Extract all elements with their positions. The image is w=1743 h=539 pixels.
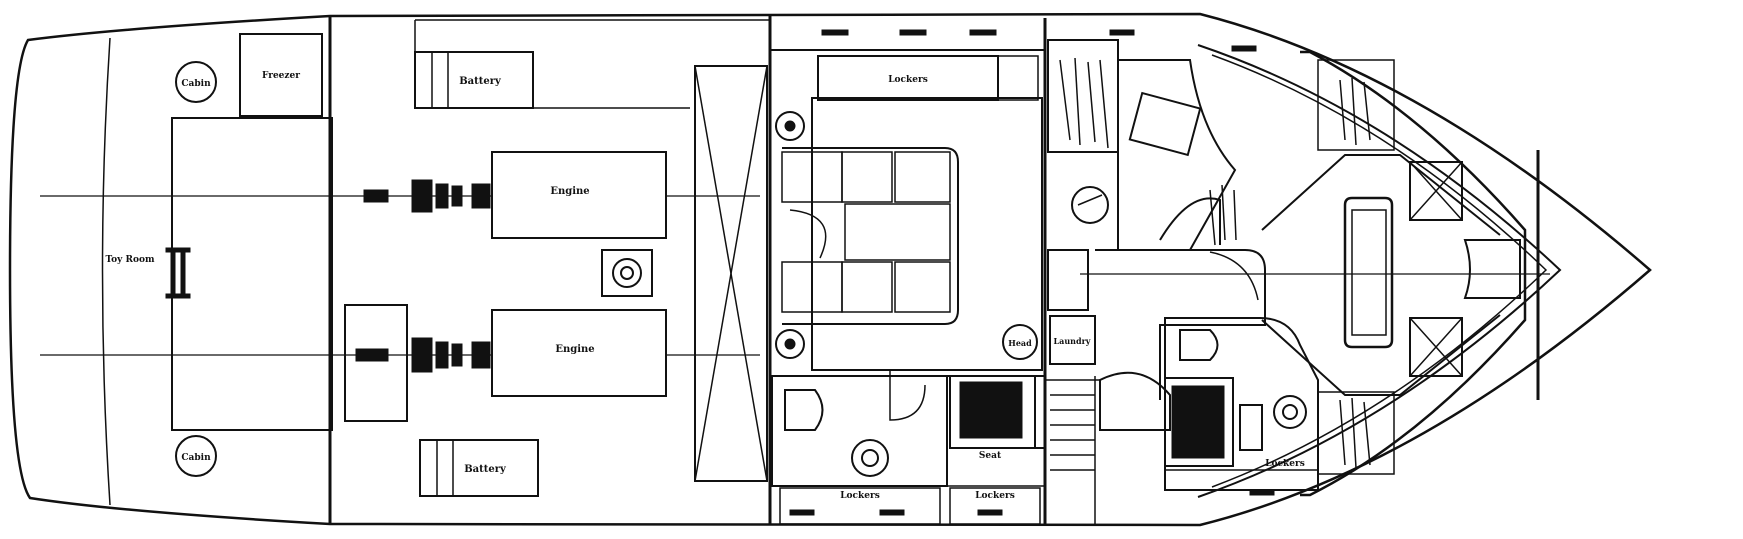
master-stateroom [770, 49, 1045, 525]
hanging-locker-2 [1409, 317, 1463, 377]
forward-stateroom [1261, 50, 1527, 497]
spiral-stair-upper [1159, 197, 1221, 245]
shaft-coupling-starboard [363, 179, 491, 213]
cabin-symbol-top [175, 61, 217, 103]
engine-label-starboard: Engine [550, 186, 589, 197]
head-symbol-master [1002, 324, 1038, 360]
seat-label: Seat [979, 451, 1002, 461]
battery-label-bottom: Battery [464, 464, 507, 475]
shaft-coupling-port [355, 337, 491, 373]
lockers-bottom-2 [949, 487, 1041, 525]
toy-room-label: Toy Room [105, 255, 155, 265]
island-berth [1343, 196, 1394, 349]
engine-label-port: Engine [555, 344, 594, 355]
drawer-pulls [789, 29, 1275, 516]
freezer-label: Freezer [262, 71, 300, 81]
engine-starboard [491, 151, 667, 239]
toilet-guest [1179, 329, 1219, 361]
battery-box-top [414, 51, 534, 109]
generator-box [344, 304, 408, 422]
freezer-box [239, 33, 323, 117]
lockers-label-bottom-1: Lockers [840, 491, 880, 501]
lockers-label-bottom-2: Lockers [975, 491, 1015, 501]
shower-box [959, 381, 1023, 439]
fuel-tank [694, 65, 768, 482]
hull-outline [8, 12, 1652, 527]
settee [782, 147, 959, 325]
ladder-icon [165, 247, 191, 299]
vanity-block [811, 97, 1043, 371]
laundry-label: Laundry [1054, 336, 1091, 346]
hanging-locker-1 [1409, 161, 1463, 221]
engine-port [491, 309, 667, 397]
head-label: Head [1008, 338, 1032, 348]
shower-guest [1171, 385, 1225, 459]
engine-room [344, 19, 770, 497]
mid-section [1045, 39, 1266, 524]
bulkheads [328, 14, 1540, 525]
spiral-stair-lower [1099, 371, 1171, 431]
toy-room-area [165, 33, 333, 431]
cabin-symbol-bottom [175, 435, 217, 477]
lockers-label-guest: Lockers [1265, 459, 1305, 469]
guest-head [1164, 317, 1319, 491]
toy-room-label: Toy Room [105, 255, 155, 265]
lockers-bottom-1 [779, 487, 941, 525]
cabin-label-bottom: Cabin [181, 453, 211, 463]
water-maker-box [601, 249, 653, 297]
lockers-label-top: Lockers [888, 75, 928, 85]
cabin-label-top: Cabin [181, 79, 211, 89]
toilet-aft [784, 389, 824, 431]
laundry-box [1049, 315, 1096, 365]
battery-label-top: Battery [459, 76, 502, 87]
battery-box-bottom [419, 439, 539, 497]
